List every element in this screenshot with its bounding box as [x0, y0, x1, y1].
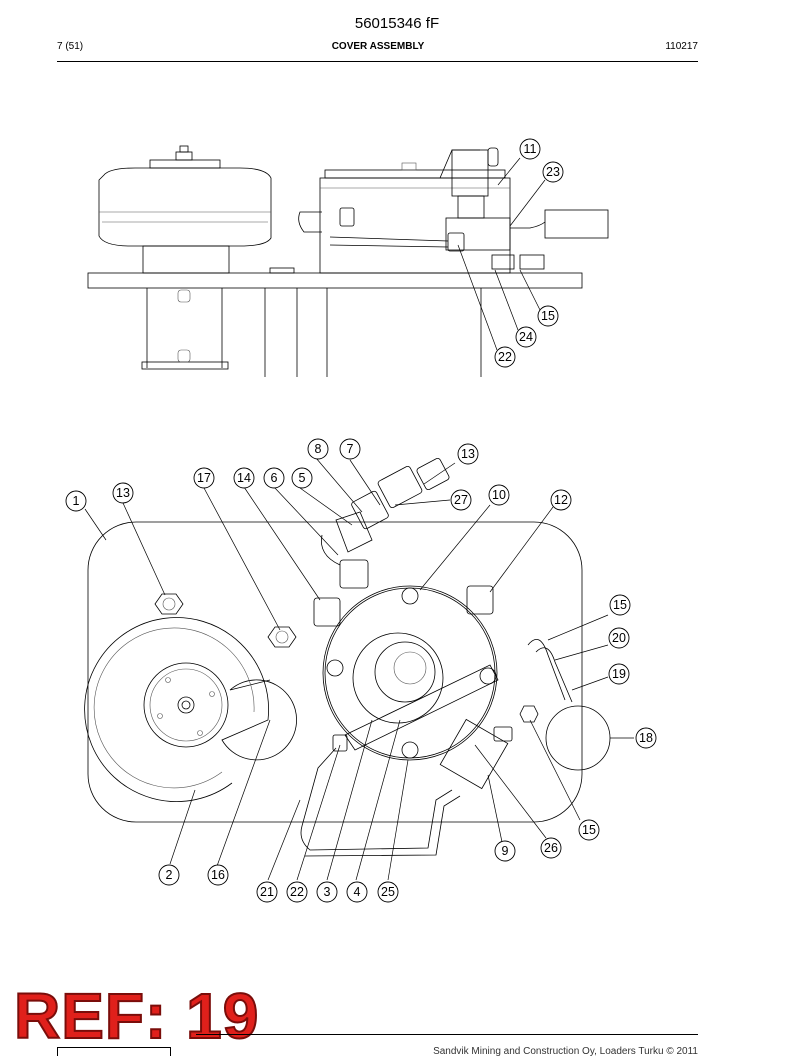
- callout-9: 9: [494, 840, 516, 862]
- callout-18: 18: [635, 727, 657, 749]
- callout-22: 22: [494, 346, 516, 368]
- callout-21: 21: [256, 881, 278, 903]
- callout-6: 6: [263, 467, 285, 489]
- callout-25: 25: [377, 881, 399, 903]
- callout-26: 26: [540, 837, 562, 859]
- svg-text:18: 18: [639, 731, 653, 745]
- callout-11: 11: [519, 138, 541, 160]
- page-number: 7 (51): [57, 41, 84, 52]
- copyright-text: Sandvik Mining and Construction Oy, Load…: [433, 1046, 698, 1057]
- callout-7: 7: [339, 438, 361, 460]
- callout-15c: 15: [578, 819, 600, 841]
- date-code: 110217: [665, 41, 698, 52]
- callout-19: 19: [608, 663, 630, 685]
- svg-text:14: 14: [237, 471, 251, 485]
- side-view: [87, 145, 609, 377]
- callout-14: 14: [233, 467, 255, 489]
- svg-text:22: 22: [290, 885, 304, 899]
- header-divider: [57, 61, 698, 62]
- svg-text:4: 4: [354, 885, 361, 899]
- svg-text:5: 5: [299, 471, 306, 485]
- svg-text:1: 1: [73, 494, 80, 508]
- svg-text:20: 20: [612, 631, 626, 645]
- page-title: COVER ASSEMBLY: [331, 41, 425, 52]
- svg-text:21: 21: [260, 885, 274, 899]
- callout-13: 13: [457, 443, 479, 465]
- callout-20: 20: [608, 627, 630, 649]
- callout-16: 16: [207, 864, 229, 886]
- svg-text:27: 27: [454, 493, 468, 507]
- callout-15b: 15: [609, 594, 631, 616]
- svg-text:23: 23: [546, 165, 560, 179]
- reference-stamp: REF: 19: [13, 980, 260, 1052]
- svg-text:13: 13: [461, 447, 475, 461]
- callout-12: 12: [550, 489, 572, 511]
- callout-3: 3: [316, 881, 338, 903]
- svg-text:15: 15: [613, 598, 627, 612]
- svg-text:13: 13: [116, 486, 130, 500]
- callout-23: 23: [542, 161, 564, 183]
- svg-text:9: 9: [502, 844, 509, 858]
- callout-22b: 22: [286, 881, 308, 903]
- document-number: 56015346 fF: [354, 15, 440, 32]
- callout-10: 10: [488, 484, 510, 506]
- svg-text:22: 22: [498, 350, 512, 364]
- svg-text:17: 17: [197, 471, 211, 485]
- svg-text:7: 7: [347, 442, 354, 456]
- svg-text:6: 6: [271, 471, 278, 485]
- callout-27: 27: [450, 489, 472, 511]
- callout-1: 1: [65, 490, 87, 512]
- callout-4: 4: [346, 881, 368, 903]
- brand-logo: [57, 1047, 171, 1056]
- svg-text:16: 16: [211, 868, 225, 882]
- plan-view: [84, 457, 634, 881]
- svg-text:26: 26: [544, 841, 558, 855]
- svg-text:2: 2: [166, 868, 173, 882]
- svg-text:3: 3: [324, 885, 331, 899]
- svg-text:8: 8: [315, 442, 322, 456]
- svg-text:19: 19: [612, 667, 626, 681]
- callout-5: 5: [291, 467, 313, 489]
- callout-13b: 13: [112, 482, 134, 504]
- callout-15: 15: [537, 305, 559, 327]
- svg-text:11: 11: [524, 142, 537, 156]
- svg-text:24: 24: [519, 330, 533, 344]
- footer-divider: [196, 1034, 698, 1035]
- svg-text:15: 15: [541, 309, 555, 323]
- callout-8: 8: [307, 438, 329, 460]
- callout-17: 17: [193, 467, 215, 489]
- svg-text:10: 10: [492, 488, 506, 502]
- svg-text:15: 15: [582, 823, 596, 837]
- svg-text:12: 12: [554, 493, 568, 507]
- svg-text:25: 25: [381, 885, 395, 899]
- callout-2: 2: [158, 864, 180, 886]
- callout-24: 24: [515, 326, 537, 348]
